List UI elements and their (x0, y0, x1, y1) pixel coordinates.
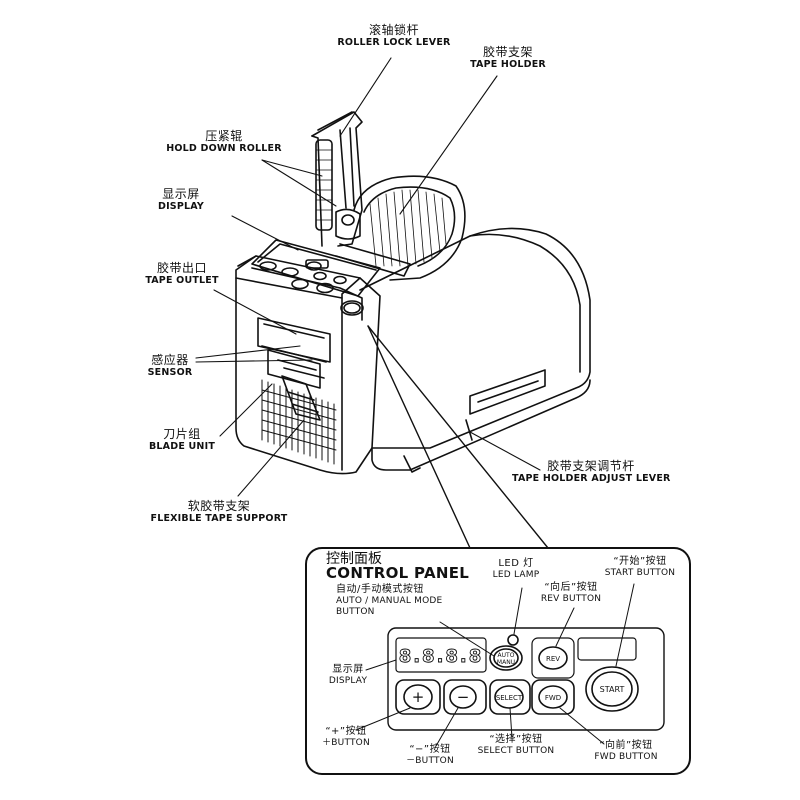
display-readout: 8.8.8.8 (399, 646, 484, 667)
minus-key-caption: − (457, 688, 470, 706)
label-zh: 压紧辊 (205, 129, 243, 143)
label-display: 显示屏 DISPLAY (146, 187, 216, 213)
label-auto-manual-mode: 自动/手动模式按钮 AUTO / MANUAL MODE BUTTON (336, 584, 446, 618)
label-panel-display: 显示屏 DISPLAY (326, 664, 370, 687)
label-en: FLEXIBLE TAPE SUPPORT (150, 512, 288, 524)
label-en: ＋BUTTON (322, 738, 370, 748)
fwd-key-caption: FWD (545, 694, 561, 702)
label-zh: “开始”按钮 (613, 556, 667, 567)
label-start-button: “开始”按钮 START BUTTON (600, 556, 680, 579)
label-zh: 滚轴锁杆 (368, 23, 419, 37)
label-en: AUTO / MANUAL MODE (336, 596, 443, 606)
label-hold-down-roller: 压紧辊 HOLD DOWN ROLLER (162, 129, 286, 155)
label-zh: LED 灯 (498, 558, 534, 569)
label-zh: 显示屏 (162, 187, 200, 201)
label-en: DISPLAY (328, 676, 368, 686)
label-tape-holder: 胶带支架 TAPE HOLDER (458, 45, 558, 71)
label-en-2: BUTTON (336, 606, 375, 617)
label-en: HOLD DOWN ROLLER (166, 142, 282, 154)
label-zh: 胶带支架 (482, 45, 533, 59)
label-en: TAPE HOLDER (470, 58, 546, 70)
control-panel-frame (305, 547, 691, 775)
label-zh: “向后”按钮 (544, 582, 598, 593)
label-sensor: 感应器 SENSOR (138, 353, 202, 379)
hold-down-roller-assembly (311, 111, 363, 247)
label-fwd-button: “向前”按钮 FWD BUTTON (588, 740, 664, 763)
label-zh: “+”按钮 (325, 726, 367, 737)
label-blade-unit: 刀片组 BLADE UNIT (144, 427, 220, 453)
control-panel-title-en: CONTROL PANEL (326, 564, 470, 582)
label-select-button: “选择”按钮 SELECT BUTTON (476, 734, 556, 757)
label-en: ROLLER LOCK LEVER (337, 36, 451, 48)
tape-roll (335, 175, 466, 281)
label-en: －BUTTON (406, 756, 454, 766)
machine-front-body (235, 239, 421, 475)
label-en: TAPE HOLDER ADJUST LEVER (512, 472, 671, 484)
label-en: TAPE OUTLET (145, 274, 219, 286)
plus-key-caption: + (412, 688, 425, 706)
leader-lines (195, 57, 549, 549)
label-en: DISPLAY (157, 200, 204, 212)
select-key-caption: SELECT (496, 694, 523, 702)
label-zh: 显示屏 (332, 664, 364, 675)
label-zh: 自动/手动模式按钮 (336, 584, 424, 595)
label-zh: “−”按钮 (409, 744, 451, 755)
label-tape-holder-adjust-lever: 胶带支架调节杆 TAPE HOLDER ADJUST LEVER (512, 459, 671, 485)
label-zh: 刀片组 (163, 427, 201, 441)
auto-key-caption: AUTO (498, 652, 515, 659)
label-en: REV BUTTON (540, 594, 602, 604)
label-plus-button: “+”按钮 ＋BUTTON (316, 726, 376, 749)
label-zh: 胶带出口 (156, 261, 207, 275)
control-panel-title-zh: 控制面板 (326, 551, 382, 567)
label-en: SELECT BUTTON (477, 746, 555, 756)
label-zh: 感应器 (151, 353, 189, 367)
rev-key-caption: REV (546, 655, 560, 663)
label-zh: 胶带支架调节杆 (547, 459, 635, 473)
label-en: LED LAMP (492, 570, 540, 580)
machine-right-body (359, 227, 591, 471)
label-tape-outlet: 胶带出口 TAPE OUTLET (140, 261, 224, 287)
label-roller-lock-lever: 滚轴锁杆 ROLLER LOCK LEVER (334, 23, 454, 49)
label-en: SENSOR (147, 366, 193, 378)
label-en: START BUTTON (604, 568, 676, 578)
label-zh: 软胶带支架 (187, 499, 251, 513)
label-led-lamp: LED 灯 LED LAMP (486, 558, 546, 581)
start-key-caption: START (600, 685, 625, 694)
label-flexible-tape-support: 软胶带支架 FLEXIBLE TAPE SUPPORT (148, 499, 290, 525)
label-en: FWD BUTTON (594, 752, 658, 762)
label-rev-button: “向后”按钮 REV BUTTON (536, 582, 606, 605)
label-minus-button: “−”按钮 －BUTTON (398, 744, 462, 767)
label-zh: “向前”按钮 (599, 740, 653, 751)
label-zh: “选择”按钮 (489, 734, 543, 745)
label-en: BLADE UNIT (148, 440, 215, 452)
manu-key-caption: MANU (497, 659, 515, 666)
